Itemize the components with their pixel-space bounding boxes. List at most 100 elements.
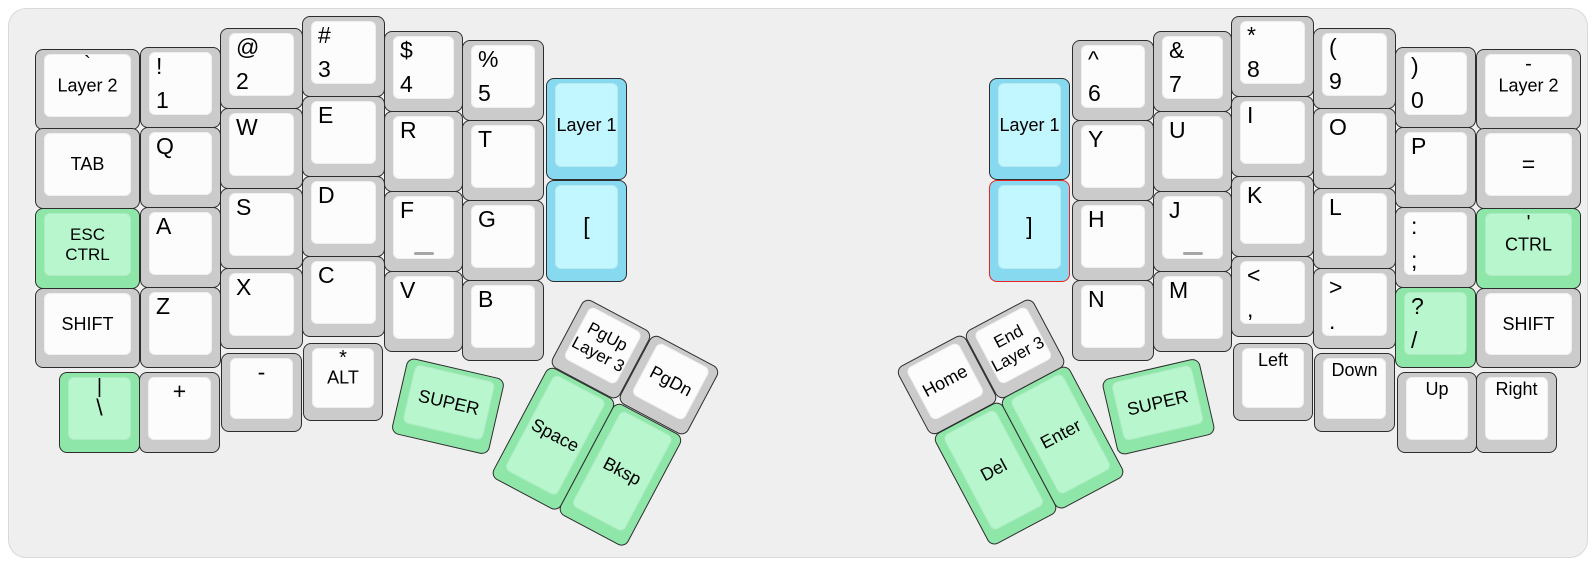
key-star-alt[interactable]: *ALT [303, 343, 383, 421]
key-n[interactable]: N [1072, 280, 1154, 361]
key-arrow-left[interactable]: Left [1233, 343, 1313, 421]
keycap-top: #3 [311, 21, 376, 84]
key-label: SHIFT [61, 313, 114, 334]
key-super-left[interactable]: SUPER [390, 357, 506, 456]
key-label: = [1521, 150, 1536, 177]
key-label: S [236, 194, 252, 220]
key-b[interactable]: B [462, 280, 544, 361]
key-k[interactable]: K [1231, 176, 1314, 257]
key-label: 6 [1088, 80, 1101, 106]
key-label: W [236, 114, 258, 140]
key-question-slash[interactable]: ?/ [1395, 287, 1476, 368]
key-s[interactable]: S [220, 188, 303, 269]
key-equals[interactable]: = [1476, 128, 1581, 209]
key-h[interactable]: H [1072, 200, 1154, 281]
key-label: A [156, 213, 172, 239]
key-label: Space [528, 414, 583, 456]
key-label: TAB [70, 154, 105, 175]
key-layer1-right[interactable]: Layer 1 [989, 78, 1070, 180]
key-minus-layer2[interactable]: -Layer 2 [1476, 49, 1581, 130]
key-layer2-left[interactable]: `Layer 2 [35, 49, 140, 130]
key-excl-1[interactable]: !1 [140, 47, 221, 128]
key-a[interactable]: A [140, 207, 221, 288]
key-label: ; [1411, 247, 1418, 273]
key-colon-semicolon[interactable]: :; [1395, 207, 1476, 288]
key-p[interactable]: P [1395, 127, 1476, 208]
key-q[interactable]: Q [140, 127, 221, 208]
key-o[interactable]: O [1313, 108, 1396, 189]
key-tab[interactable]: TAB [35, 128, 140, 209]
key-hash-3[interactable]: #3 [302, 16, 385, 97]
key-layer1-left[interactable]: Layer 1 [546, 78, 627, 180]
keycap-top: ^6 [1081, 45, 1145, 108]
key-label: * [1247, 22, 1256, 48]
key-i[interactable]: I [1231, 96, 1314, 177]
key-label: Z [156, 293, 171, 319]
key-super-right[interactable]: SUPER [1101, 357, 1216, 457]
keycap-top: F [393, 196, 454, 259]
key-plus[interactable]: + [139, 372, 220, 453]
key-arrow-right[interactable]: Right [1476, 372, 1557, 453]
key-pipe-backslash[interactable]: |\ [59, 372, 140, 453]
key-amp-7[interactable]: &7 [1153, 31, 1232, 112]
key-caret-6[interactable]: ^6 [1072, 40, 1154, 121]
key-label: C [318, 262, 335, 288]
key-minus[interactable]: - [221, 353, 302, 432]
keycap-top: Down [1323, 358, 1386, 419]
key-arrow-down[interactable]: Down [1314, 353, 1395, 432]
key-v[interactable]: V [384, 271, 463, 352]
key-dollar-4[interactable]: $4 [384, 31, 463, 112]
key-u[interactable]: U [1153, 111, 1232, 192]
key-label: PgDn [646, 362, 696, 401]
keycap-top: ] [998, 185, 1061, 269]
key-right-bracket[interactable]: ] [989, 180, 1070, 282]
keycap-top: Layer 1 [555, 83, 618, 167]
keycap-top: $4 [393, 36, 454, 99]
key-arrow-up[interactable]: Up [1397, 372, 1477, 453]
key-m[interactable]: M [1153, 271, 1232, 352]
key-label: SUPER [1125, 386, 1191, 420]
key-d[interactable]: D [302, 176, 385, 257]
key-label: J [1169, 197, 1181, 223]
key-lt-comma[interactable]: <, [1231, 256, 1314, 337]
keycap-top: |\ [68, 376, 131, 440]
key-label: I [1247, 102, 1254, 128]
key-w[interactable]: W [220, 108, 303, 189]
key-x[interactable]: X [220, 268, 303, 349]
key-r[interactable]: R [384, 111, 463, 192]
key-label: : [1411, 213, 1418, 239]
key-shift-left[interactable]: SHIFT [35, 288, 140, 368]
key-e[interactable]: E [302, 96, 385, 177]
key-c[interactable]: C [302, 256, 385, 337]
key-z[interactable]: Z [140, 287, 221, 368]
key-f[interactable]: F [384, 191, 463, 272]
key-g[interactable]: G [462, 200, 544, 281]
key-paren-9[interactable]: (9 [1313, 28, 1396, 109]
key-shift-right[interactable]: SHIFT [1476, 288, 1581, 368]
keycap-top: PgDn [630, 341, 711, 422]
key-j[interactable]: J [1153, 191, 1232, 272]
key-label: SHIFT [1502, 313, 1555, 334]
key-t[interactable]: T [462, 120, 544, 201]
key-paren-0[interactable]: )0 [1395, 47, 1476, 128]
key-gt-period[interactable]: >. [1313, 268, 1396, 349]
keycap-top: + [148, 377, 211, 440]
key-y[interactable]: Y [1072, 120, 1154, 201]
key-percent-5[interactable]: %5 [462, 40, 544, 121]
keycap-top: (9 [1322, 33, 1387, 96]
key-label: Q [156, 133, 174, 159]
key-quote-ctrl[interactable]: 'CTRL [1476, 208, 1581, 289]
key-at-2[interactable]: @2 [220, 28, 303, 109]
keycap-top: 'CTRL [1485, 212, 1572, 276]
keycap-top: <, [1240, 261, 1305, 324]
key-left-bracket[interactable]: [ [546, 180, 627, 282]
keycap-top: K [1240, 181, 1305, 244]
key-label: 7 [1169, 71, 1182, 97]
key-star-8[interactable]: *8 [1231, 16, 1314, 97]
keycap-top: &7 [1162, 36, 1223, 99]
keycap-top: S [229, 193, 294, 256]
key-l[interactable]: L [1313, 188, 1396, 269]
